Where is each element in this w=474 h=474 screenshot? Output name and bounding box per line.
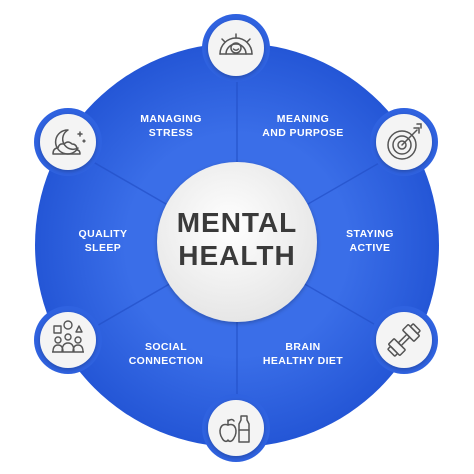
label-line1: BRAIN <box>285 341 321 353</box>
center-circle <box>157 162 317 322</box>
people-shapes-icon <box>52 320 84 353</box>
badge-meaning-and-purpose <box>370 108 438 176</box>
label-line2: SLEEP <box>84 242 122 254</box>
badge-brain-healthy-diet <box>202 394 270 462</box>
badge-managing-stress <box>202 14 270 82</box>
label-line1: QUALITY <box>78 228 128 240</box>
target-dart-icon <box>387 123 422 160</box>
dumbbell-icon <box>387 323 421 357</box>
label-staying-active: STAYING ACTIVE <box>346 227 394 255</box>
label-line1: STAYING <box>346 228 394 240</box>
badge-social-connection <box>34 306 102 374</box>
apple-bottle-icon <box>219 415 250 443</box>
label-line2: CONNECTION <box>128 355 204 367</box>
label-managing-stress: MANAGING STRESS <box>140 112 202 140</box>
center-title: MENTAL HEALTH <box>177 206 298 272</box>
moon-cloud-icon <box>52 129 86 155</box>
label-line1: MANAGING <box>140 113 202 125</box>
badge-quality-sleep <box>34 108 102 176</box>
center-title-line2: HEALTH <box>178 240 296 271</box>
label-line2: STRESS <box>148 127 194 139</box>
label-brain-healthy-diet: BRAIN HEALTHY DIET <box>263 340 343 368</box>
label-line1: MEANING <box>276 113 330 125</box>
label-line1: SOCIAL <box>144 341 188 353</box>
label-quality-sleep: QUALITY SLEEP <box>79 227 128 255</box>
label-line2: AND PURPOSE <box>262 127 344 139</box>
label-meaning-and-purpose: MEANING AND PURPOSE <box>262 112 343 140</box>
label-social-connection: SOCIAL CONNECTION <box>129 340 204 368</box>
label-line2: ACTIVE <box>349 242 391 254</box>
badge-staying-active <box>370 306 438 374</box>
gauge-smile-icon <box>219 33 253 55</box>
label-line2: HEALTHY DIET <box>262 355 344 367</box>
center-title-line1: MENTAL <box>176 207 298 238</box>
